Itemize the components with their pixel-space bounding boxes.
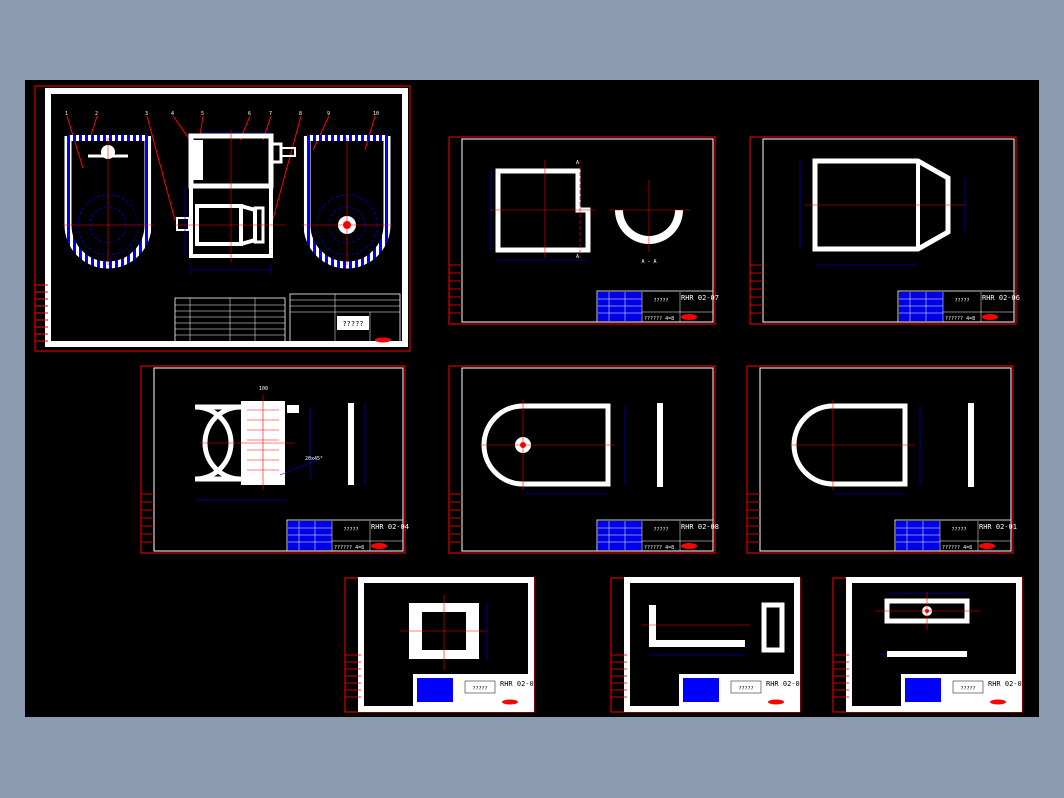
title-block-02-08: ????? RHR 02-08 ?????? 4=8	[596, 519, 719, 552]
cut-mark-a-top: A	[576, 160, 579, 166]
assembly-sheet[interactable]: 1 2 3 4 5 6 7 8 9 10	[34, 85, 411, 352]
svg-text:?????: ?????	[653, 527, 668, 533]
model-space-viewport[interactable]: 1 2 3 4 5 6 7 8 9 10	[25, 80, 1039, 717]
svg-text:RHR 02-05: RHR 02-05	[766, 680, 804, 688]
sheet-02-03[interactable]: ????? RHR 02-03	[344, 577, 538, 713]
sheet-02-08[interactable]: ????? RHR 02-08 ?????? 4=8	[448, 365, 719, 554]
balloon-7: 7	[269, 111, 272, 117]
balloon-8: 8	[299, 111, 302, 117]
svg-text:RHR 02-08: RHR 02-08	[681, 523, 719, 531]
dim-100: 100	[259, 386, 268, 392]
svg-text:?????? 4=8: ?????? 4=8	[334, 545, 364, 551]
svg-text:?????: ?????	[653, 298, 668, 304]
svg-text:RHR 02-06: RHR 02-06	[982, 294, 1020, 302]
title-block-02-03: ????? RHR 02-03	[413, 674, 538, 709]
svg-text:RHR 02-04: RHR 02-04	[371, 523, 409, 531]
svg-text:RHR 02-07: RHR 02-07	[681, 294, 719, 302]
svg-text:?????: ?????	[951, 527, 966, 533]
sheet-02-05[interactable]: ????? RHR 02-05	[610, 577, 804, 713]
svg-text:RHR 02-03: RHR 02-03	[500, 680, 538, 688]
cut-mark-a-bottom: A	[576, 254, 579, 260]
assembly-left-trough	[63, 135, 153, 269]
balloon-3: 3	[145, 111, 148, 117]
title-block-02-02: ????? RHR 02-02	[901, 674, 1026, 709]
balloon-2: 2	[95, 111, 98, 117]
section-label: A - A	[641, 259, 656, 265]
title-block-02-05: ????? RHR 02-05	[679, 674, 804, 709]
balloon-labels: 1 2 3 4 5 6 7 8 9 10	[65, 111, 379, 117]
svg-text:?????: ?????	[960, 686, 975, 692]
balloon-9: 9	[327, 111, 330, 117]
balloon-leaders	[66, 115, 376, 231]
svg-text:?????? 4=8: ?????? 4=8	[644, 316, 674, 322]
svg-text:?????: ?????	[738, 686, 753, 692]
svg-text:?????? 4=8: ?????? 4=8	[945, 316, 975, 322]
svg-text:?????: ?????	[343, 527, 358, 533]
chamfer-note: 20x45°	[305, 456, 323, 462]
svg-text:?????: ?????	[954, 298, 969, 304]
balloon-6: 6	[248, 111, 251, 117]
sheet-02-07[interactable]: A A A - A ????? RHR 02-07 ?????? 4=8	[448, 136, 719, 325]
assembly-center-unit	[175, 130, 296, 274]
title-block-02-04: ????? RHR 02-04 ?????? 4=8	[286, 519, 409, 552]
assembly-title-block: ?????	[174, 293, 401, 345]
balloon-5: 5	[201, 111, 204, 117]
assembly-title-text: ?????	[342, 320, 363, 328]
margin-ticks	[35, 284, 48, 342]
balloon-10: 10	[373, 111, 379, 117]
balloon-1: 1	[65, 111, 68, 117]
svg-text:?????? 4=8: ?????? 4=8	[942, 545, 972, 551]
sheet-02-04[interactable]: 20x45° 100 ????? RHR 02-04 ?????? 4=8	[140, 365, 409, 554]
svg-text:RHR 02-01: RHR 02-01	[979, 523, 1017, 531]
svg-text:RHR 02-02: RHR 02-02	[988, 680, 1026, 688]
title-block-02-06: ????? RHR 02-06 ?????? 4=8	[897, 290, 1020, 323]
sheet-02-01[interactable]: ????? RHR 02-01 ?????? 4=8	[746, 365, 1017, 554]
sheet-02-02[interactable]: ????? RHR 02-02	[832, 577, 1026, 713]
svg-text:?????? 4=8: ?????? 4=8	[644, 545, 674, 551]
title-block-02-07: ????? RHR 02-07 ?????? 4=8	[596, 290, 719, 323]
title-block-02-01: ????? RHR 02-01 ?????? 4=8	[894, 519, 1017, 552]
svg-text:?????: ?????	[472, 686, 487, 692]
balloon-4: 4	[171, 111, 174, 117]
cad-drawing: 1 2 3 4 5 6 7 8 9 10	[34, 85, 1026, 713]
sheet-02-06[interactable]: ????? RHR 02-06 ?????? 4=8	[749, 136, 1020, 325]
assembly-right-trough	[302, 135, 392, 269]
